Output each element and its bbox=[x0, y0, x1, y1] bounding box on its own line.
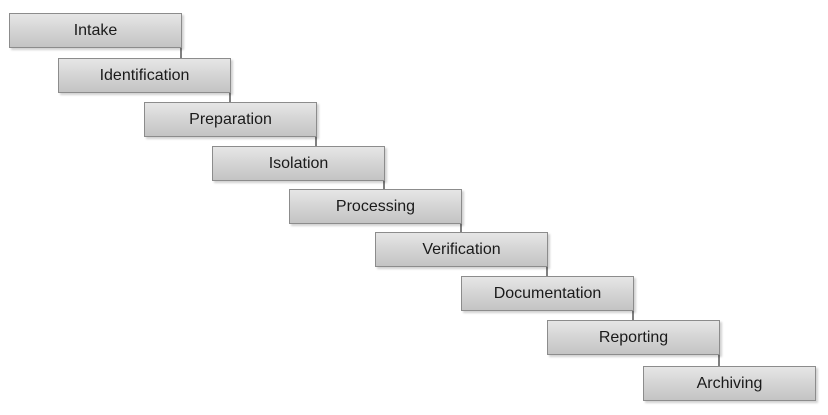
step-box-documentation: Documentation bbox=[461, 276, 634, 311]
step-box-processing: Processing bbox=[289, 189, 462, 224]
step-label-reporting: Reporting bbox=[598, 328, 669, 346]
step-label-verification: Verification bbox=[422, 240, 501, 258]
step-label-preparation: Preparation bbox=[189, 110, 272, 128]
step-label-processing: Processing bbox=[335, 197, 416, 215]
step-label-identification: Identification bbox=[99, 66, 190, 84]
step-box-archiving: Archiving bbox=[643, 366, 816, 401]
step-box-identification: Identification bbox=[58, 58, 231, 93]
step-box-reporting: Reporting bbox=[547, 320, 720, 355]
step-label-isolation: Isolation bbox=[268, 154, 329, 172]
step-label-intake: Intake bbox=[73, 21, 118, 39]
step-label-archiving: Archiving bbox=[696, 374, 763, 392]
step-box-intake: Intake bbox=[9, 13, 182, 48]
step-box-verification: Verification bbox=[375, 232, 548, 267]
step-label-documentation: Documentation bbox=[493, 284, 602, 302]
step-box-isolation: Isolation bbox=[212, 146, 385, 181]
step-box-preparation: Preparation bbox=[144, 102, 317, 137]
